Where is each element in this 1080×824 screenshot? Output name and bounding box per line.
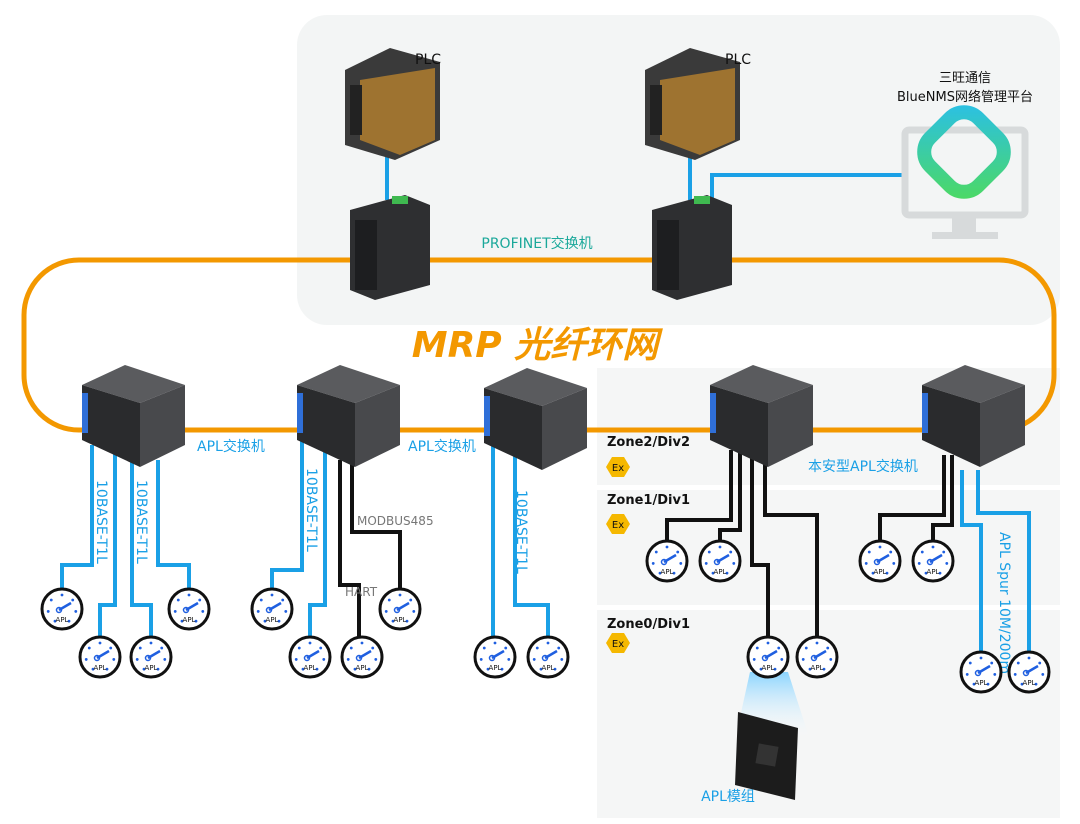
- apl-cables: [60, 430, 1031, 655]
- mrp-ring-label: MRP 光纤环网: [412, 325, 663, 366]
- cable-label-t1l: 10BASE-T1L: [133, 480, 149, 564]
- ex-hazard-icon: [606, 514, 630, 534]
- gauge-label: APL: [542, 664, 555, 672]
- gauge-label: APL: [489, 664, 502, 672]
- gauge-label: APL: [266, 616, 279, 624]
- apl-module-label: APL模组: [701, 789, 755, 805]
- apl-field-instrument-gauge-icon: APL: [858, 539, 902, 583]
- apl-field-instrument-gauge-icon: APL: [40, 587, 84, 631]
- apl-field-instrument-gauge-icon: APL: [746, 635, 790, 679]
- cable-label-t1l: 10BASE-T1L: [303, 468, 319, 552]
- apl-field-instrument-gauge-icon: APL: [288, 635, 332, 679]
- ex-hazard-icon: [606, 457, 630, 477]
- apl-field-instrument-gauge-icon: APL: [526, 635, 570, 679]
- gauge-label: APL: [975, 679, 988, 687]
- apl-field-instrument-gauge-icon: APL: [250, 587, 294, 631]
- apl-switch: [484, 368, 587, 470]
- gauge-label: APL: [874, 568, 887, 576]
- gauge-label: APL: [714, 568, 727, 576]
- plc-right-label: PLC: [725, 52, 751, 68]
- plc-left: [345, 48, 440, 160]
- profinet-switch-right: [652, 195, 732, 300]
- cable-label-t1l: 10BASE-T1L: [513, 490, 529, 574]
- ex-badge-text: Ex: [612, 463, 624, 474]
- bluenms-monitor-icon: [901, 105, 1029, 239]
- zone-1-label: Zone1/Div1: [607, 493, 690, 508]
- ex-hazard-icon: [606, 633, 630, 653]
- control-layer-panel: [297, 15, 1060, 325]
- apl-field-instrument-gauge-icon: APL: [78, 635, 122, 679]
- zone-0-label: Zone0/Div1: [607, 617, 690, 632]
- apl-field-instrument-gauge-icon: APL: [473, 635, 517, 679]
- apl-field-instrument-gauge-icon: APL: [129, 635, 173, 679]
- zone-2-label: Zone2/Div2: [607, 435, 690, 450]
- gauge-label: APL: [762, 664, 775, 672]
- cable-label-hart: HART: [345, 585, 378, 599]
- gauge-label: APL: [394, 616, 407, 624]
- apl-field-instrument-gauge-icon: APL: [698, 539, 742, 583]
- apl-switch-label-1: APL交换机: [197, 438, 265, 455]
- apl-field-instrument-gauge-icon: APL: [911, 539, 955, 583]
- apl-field-instrument-gauge-icon: APL: [378, 587, 422, 631]
- apl-field-instrument-gauge-icon: APL: [1007, 650, 1051, 694]
- apl-field-instrument-gauge-icon: APL: [959, 650, 1003, 694]
- apl-field-instrument-gauge-icon: APL: [795, 635, 839, 679]
- apl-module-board: [735, 712, 798, 800]
- gauge-label: APL: [356, 664, 369, 672]
- gauge-label: APL: [304, 664, 317, 672]
- cable-label-t1l: 10BASE-T1L: [93, 480, 109, 564]
- plc-right: [645, 48, 740, 160]
- apl-field-instrument-gauge-icon: APL: [167, 587, 211, 631]
- gauge-label: APL: [927, 568, 940, 576]
- apl-field-instrument-gauge-icon: APL: [645, 539, 689, 583]
- nms-vendor: 三旺通信: [939, 71, 991, 86]
- gauge-label: APL: [811, 664, 824, 672]
- profinet-switch-left: [350, 195, 430, 300]
- zone-0: Zone0/Div1 Ex: [606, 617, 690, 653]
- apl-switch: [710, 365, 813, 467]
- cable-label-modbus: MODBUS485: [357, 514, 434, 528]
- gauge-label: APL: [145, 664, 158, 672]
- gauge-label: APL: [94, 664, 107, 672]
- apl-field-instrument-gauge-icon: APL: [340, 635, 384, 679]
- intrinsically-safe-switch-label: 本安型APL交换机: [808, 458, 918, 475]
- plc-left-label: PLC: [415, 52, 441, 68]
- apl-switch-label-2: APL交换机: [408, 438, 476, 455]
- profinet-switch-label: PROFINET交换机: [481, 235, 592, 252]
- apl-switch: [922, 365, 1025, 467]
- gauge-label: APL: [56, 616, 69, 624]
- apl-switch: [82, 365, 185, 467]
- gauge-label: APL: [661, 568, 674, 576]
- apl-switch: [297, 365, 400, 467]
- zone-2: Zone2/Div2 Ex: [606, 435, 690, 477]
- cable-label-apl-spur: APL Spur 10M/200m: [996, 532, 1012, 674]
- nms-name: BlueNMS网络管理平台: [897, 89, 1033, 105]
- legacy-cables: [338, 450, 954, 640]
- zone-1: Zone1/Div1 Ex: [606, 493, 690, 534]
- gauge-label: APL: [183, 616, 196, 624]
- ex-badge-text: Ex: [612, 639, 624, 650]
- gauge-label: APL: [1023, 679, 1036, 687]
- ex-badge-text: Ex: [612, 520, 624, 531]
